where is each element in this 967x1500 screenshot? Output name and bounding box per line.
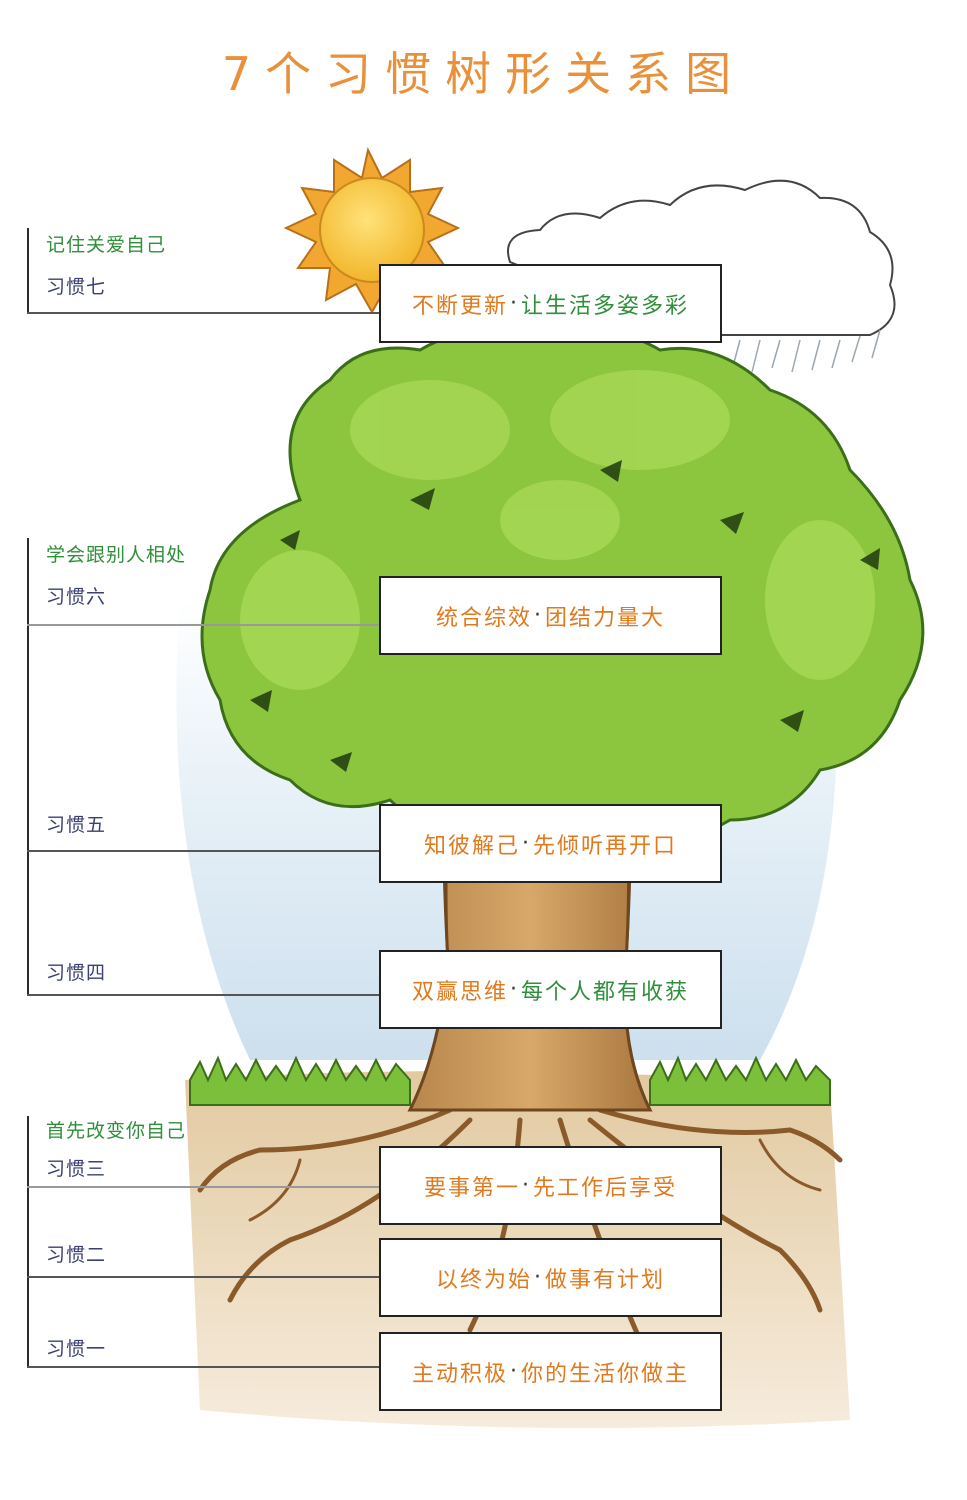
canopy-highlights: [240, 370, 875, 690]
habit-label-6: 习惯六: [46, 586, 107, 608]
group-bracket-4-6: [27, 538, 29, 996]
group-label-get-along: 学会跟别人相处: [46, 544, 187, 566]
separator-dot: ·: [534, 1265, 543, 1290]
habit-3-desc: 先工作后享受: [533, 1175, 678, 1201]
habit-6-desc: 团结力量大: [545, 605, 666, 631]
habit-7-desc: 让生活多姿多彩: [521, 293, 690, 319]
separator-dot: ·: [522, 831, 531, 856]
habit-label-3: 习惯三: [46, 1158, 107, 1180]
habit-2-name: 以终为始: [435, 1267, 532, 1293]
habit-box-6: 统合综效·团结力量大: [379, 576, 722, 655]
sun-icon: [283, 147, 461, 315]
habit-label-1: 习惯一: [46, 1338, 107, 1360]
habit-3-name: 要事第一: [423, 1175, 520, 1201]
habit-5-name: 知彼解己: [423, 833, 520, 859]
habit-1-desc: 你的生活你做主: [521, 1361, 690, 1387]
connector-7: [27, 312, 379, 314]
page-title: 7个习惯树形关系图: [221, 47, 746, 101]
habit-7-name: 不断更新: [411, 293, 508, 319]
habit-box-4: 双赢思维·每个人都有收获: [379, 950, 722, 1029]
habit-6-name: 统合综效: [435, 605, 532, 631]
habit-box-2: 以终为始·做事有计划: [379, 1238, 722, 1317]
grass: [189, 1055, 831, 1106]
habit-1-name: 主动积极: [411, 1361, 508, 1387]
separator-dot: ·: [510, 1359, 519, 1384]
connector-3: [27, 1186, 379, 1188]
canopy-shadows: [250, 460, 880, 772]
habit-box-7: 不断更新·让生活多姿多彩: [379, 264, 722, 343]
group-bracket-1-3: [27, 1116, 29, 1368]
habit-2-desc: 做事有计划: [545, 1267, 666, 1293]
habit-label-7: 习惯七: [46, 276, 107, 298]
connector-1: [27, 1366, 379, 1368]
connector-2: [27, 1276, 379, 1278]
group-bracket-7: [27, 228, 29, 314]
connector-4: [27, 994, 379, 996]
habit-box-1: 主动积极·你的生活你做主: [379, 1332, 722, 1411]
separator-dot: ·: [510, 291, 519, 316]
separator-dot: ·: [522, 1173, 531, 1198]
habit-box-5: 知彼解己·先倾听再开口: [379, 804, 722, 883]
habit-label-2: 习惯二: [46, 1244, 107, 1266]
habit-4-desc: 每个人都有收获: [521, 979, 690, 1005]
connector-6: [27, 624, 379, 626]
habit-4-name: 双赢思维: [411, 979, 508, 1005]
habit-label-4: 习惯四: [46, 962, 107, 984]
separator-dot: ·: [510, 977, 519, 1002]
habit-5-desc: 先倾听再开口: [533, 833, 678, 859]
group-label-care-self: 记住关爱自己: [46, 234, 167, 256]
group-label-change-self: 首先改变你自己: [46, 1120, 187, 1142]
habit-label-5: 习惯五: [46, 814, 107, 836]
habit-box-3: 要事第一·先工作后享受: [379, 1146, 722, 1225]
separator-dot: ·: [534, 603, 543, 628]
connector-5: [27, 850, 379, 852]
